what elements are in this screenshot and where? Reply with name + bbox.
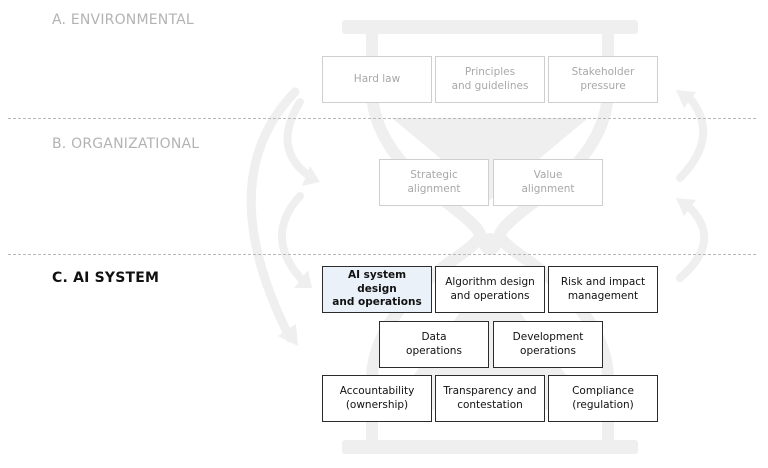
box-algorithm-design-and-operations: Algorithm design and operations bbox=[435, 266, 545, 313]
box-transparency-and-contestation: Transparency and contestation bbox=[435, 375, 545, 422]
hourglass-sand-drop bbox=[479, 233, 501, 255]
hourglass-bottom-bar bbox=[342, 440, 638, 454]
box-ai-system-design-and-operations: AI system design and operations bbox=[322, 266, 432, 313]
divider-organizational-ai-system bbox=[8, 254, 756, 255]
left-outer-arc-arrow bbox=[246, 87, 300, 343]
box-stakeholder-pressure: Stakeholder pressure bbox=[548, 56, 658, 103]
layer-label-environmental: A. ENVIRONMENTAL bbox=[52, 12, 194, 28]
hourglass-outline bbox=[366, 34, 614, 440]
left-inner-arrowhead-1 bbox=[302, 166, 320, 186]
right-lower-arrow bbox=[676, 202, 708, 282]
hourglass-top-bar bbox=[342, 20, 638, 34]
layer-label-organizational: B. ORGANIZATIONAL bbox=[52, 136, 200, 152]
box-value-alignment: Value alignment bbox=[493, 159, 603, 206]
box-compliance-regulation: Compliance (regulation) bbox=[548, 375, 658, 422]
right-upper-arrow bbox=[676, 92, 708, 182]
right-lower-arrowhead bbox=[676, 198, 696, 216]
left-inner-arrow-2 bbox=[277, 192, 308, 286]
hourglass-sand-top bbox=[392, 118, 588, 200]
box-risk-and-impact-management: Risk and impact management bbox=[548, 266, 658, 313]
box-principles-and-guidelines: Principles and guidelines bbox=[435, 56, 545, 103]
box-strategic-alignment: Strategic alignment bbox=[379, 159, 489, 206]
layer-label-ai-system: C. AI SYSTEM bbox=[52, 270, 160, 286]
box-data-operations: Data operations bbox=[379, 321, 489, 368]
right-upper-arrowhead bbox=[676, 90, 696, 108]
box-development-operations: Development operations bbox=[493, 321, 603, 368]
divider-environmental-organizational bbox=[8, 118, 756, 119]
left-inner-arrowhead-2 bbox=[294, 270, 312, 288]
box-hard-law: Hard law bbox=[322, 56, 432, 103]
left-inner-arrow-1 bbox=[283, 98, 316, 182]
box-accountability-ownership: Accountability (ownership) bbox=[322, 375, 432, 422]
left-outer-arc-arrowhead bbox=[278, 324, 298, 346]
